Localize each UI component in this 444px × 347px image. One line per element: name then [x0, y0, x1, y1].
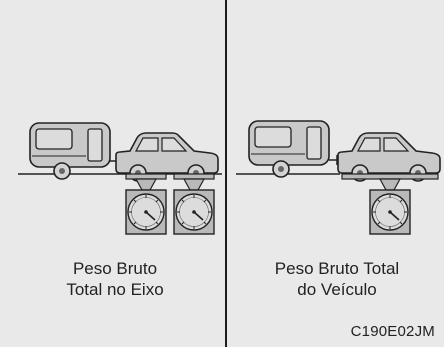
right-caption-line2: do Veículo [297, 280, 377, 299]
left-front-axle-scale [125, 189, 167, 235]
right-vehicle-platform [341, 173, 439, 191]
figure-code: C190E02JM [350, 323, 435, 340]
left-caption-line2: Total no Eixo [66, 280, 164, 299]
left-caption-line1: Peso Bruto [72, 259, 158, 278]
left-caption: Peso Bruto Total no Eixo [15, 258, 215, 300]
left-rear-axle-scale [173, 189, 215, 235]
panel-divider [225, 0, 227, 347]
right-caption: Peso Bruto Total do Veículo [237, 258, 437, 300]
right-trailer [248, 120, 330, 178]
left-trailer [29, 122, 111, 180]
left-axle-platforms [125, 173, 215, 191]
right-caption-line1: Peso Bruto Total [274, 259, 400, 278]
right-vehicle-scale [369, 189, 411, 235]
